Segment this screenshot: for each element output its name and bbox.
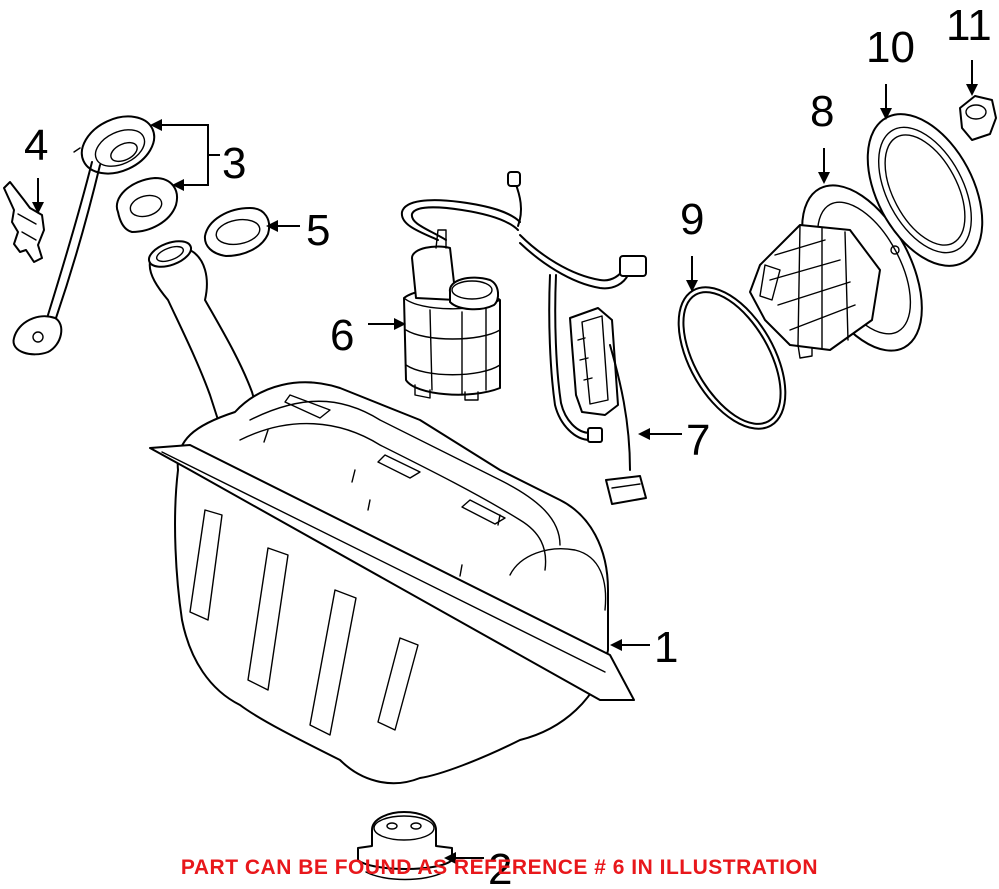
callout-3: 3 [222, 139, 246, 188]
nut-drawing [959, 95, 997, 141]
callout-6: 6 [330, 311, 354, 360]
leader-arrows [32, 60, 978, 864]
callout-11: 11 [946, 1, 992, 50]
callout-8: 8 [810, 87, 834, 136]
clip-drawing [3, 181, 45, 263]
drain-cap-drawing [357, 811, 453, 881]
callout-1: 1 [654, 623, 678, 672]
filler-cap-drawing [12, 115, 178, 356]
callout-7: 7 [686, 416, 710, 465]
fuel-tank-drawing [147, 240, 635, 785]
callout-5: 5 [306, 206, 330, 255]
neck-seal-drawing [203, 207, 270, 257]
sender-drawing [519, 234, 647, 505]
fuel-pump-drawing [400, 171, 523, 401]
callout-9: 9 [680, 195, 704, 244]
callout-4: 4 [24, 121, 48, 170]
reference-note: PART CAN BE FOUND AS REFERENCE # 6 IN IL… [180, 856, 819, 879]
lock-ring-drawing [866, 113, 984, 267]
callout-10: 10 [866, 23, 915, 72]
o-ring-drawing [677, 286, 787, 430]
callout-2: 2 [488, 845, 512, 889]
module-flange-drawing [749, 184, 923, 359]
